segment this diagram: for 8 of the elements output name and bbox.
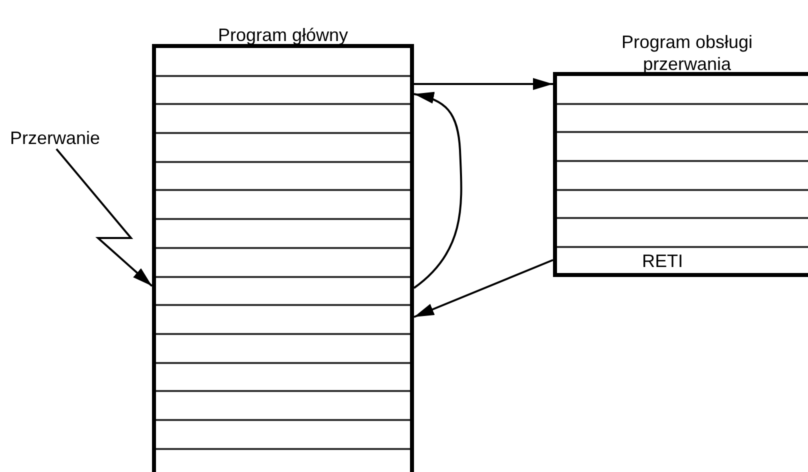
- instruction-text: RETI: [642, 251, 683, 272]
- arrow: [56, 148, 153, 287]
- interrupt-label: Przerwanie: [10, 127, 100, 149]
- block-heading: Program główny: [216, 24, 350, 46]
- arrow: [413, 92, 462, 289]
- arrow: [414, 259, 554, 318]
- arrow: [414, 78, 553, 90]
- block-heading: Program obsługi przerwania: [620, 31, 754, 75]
